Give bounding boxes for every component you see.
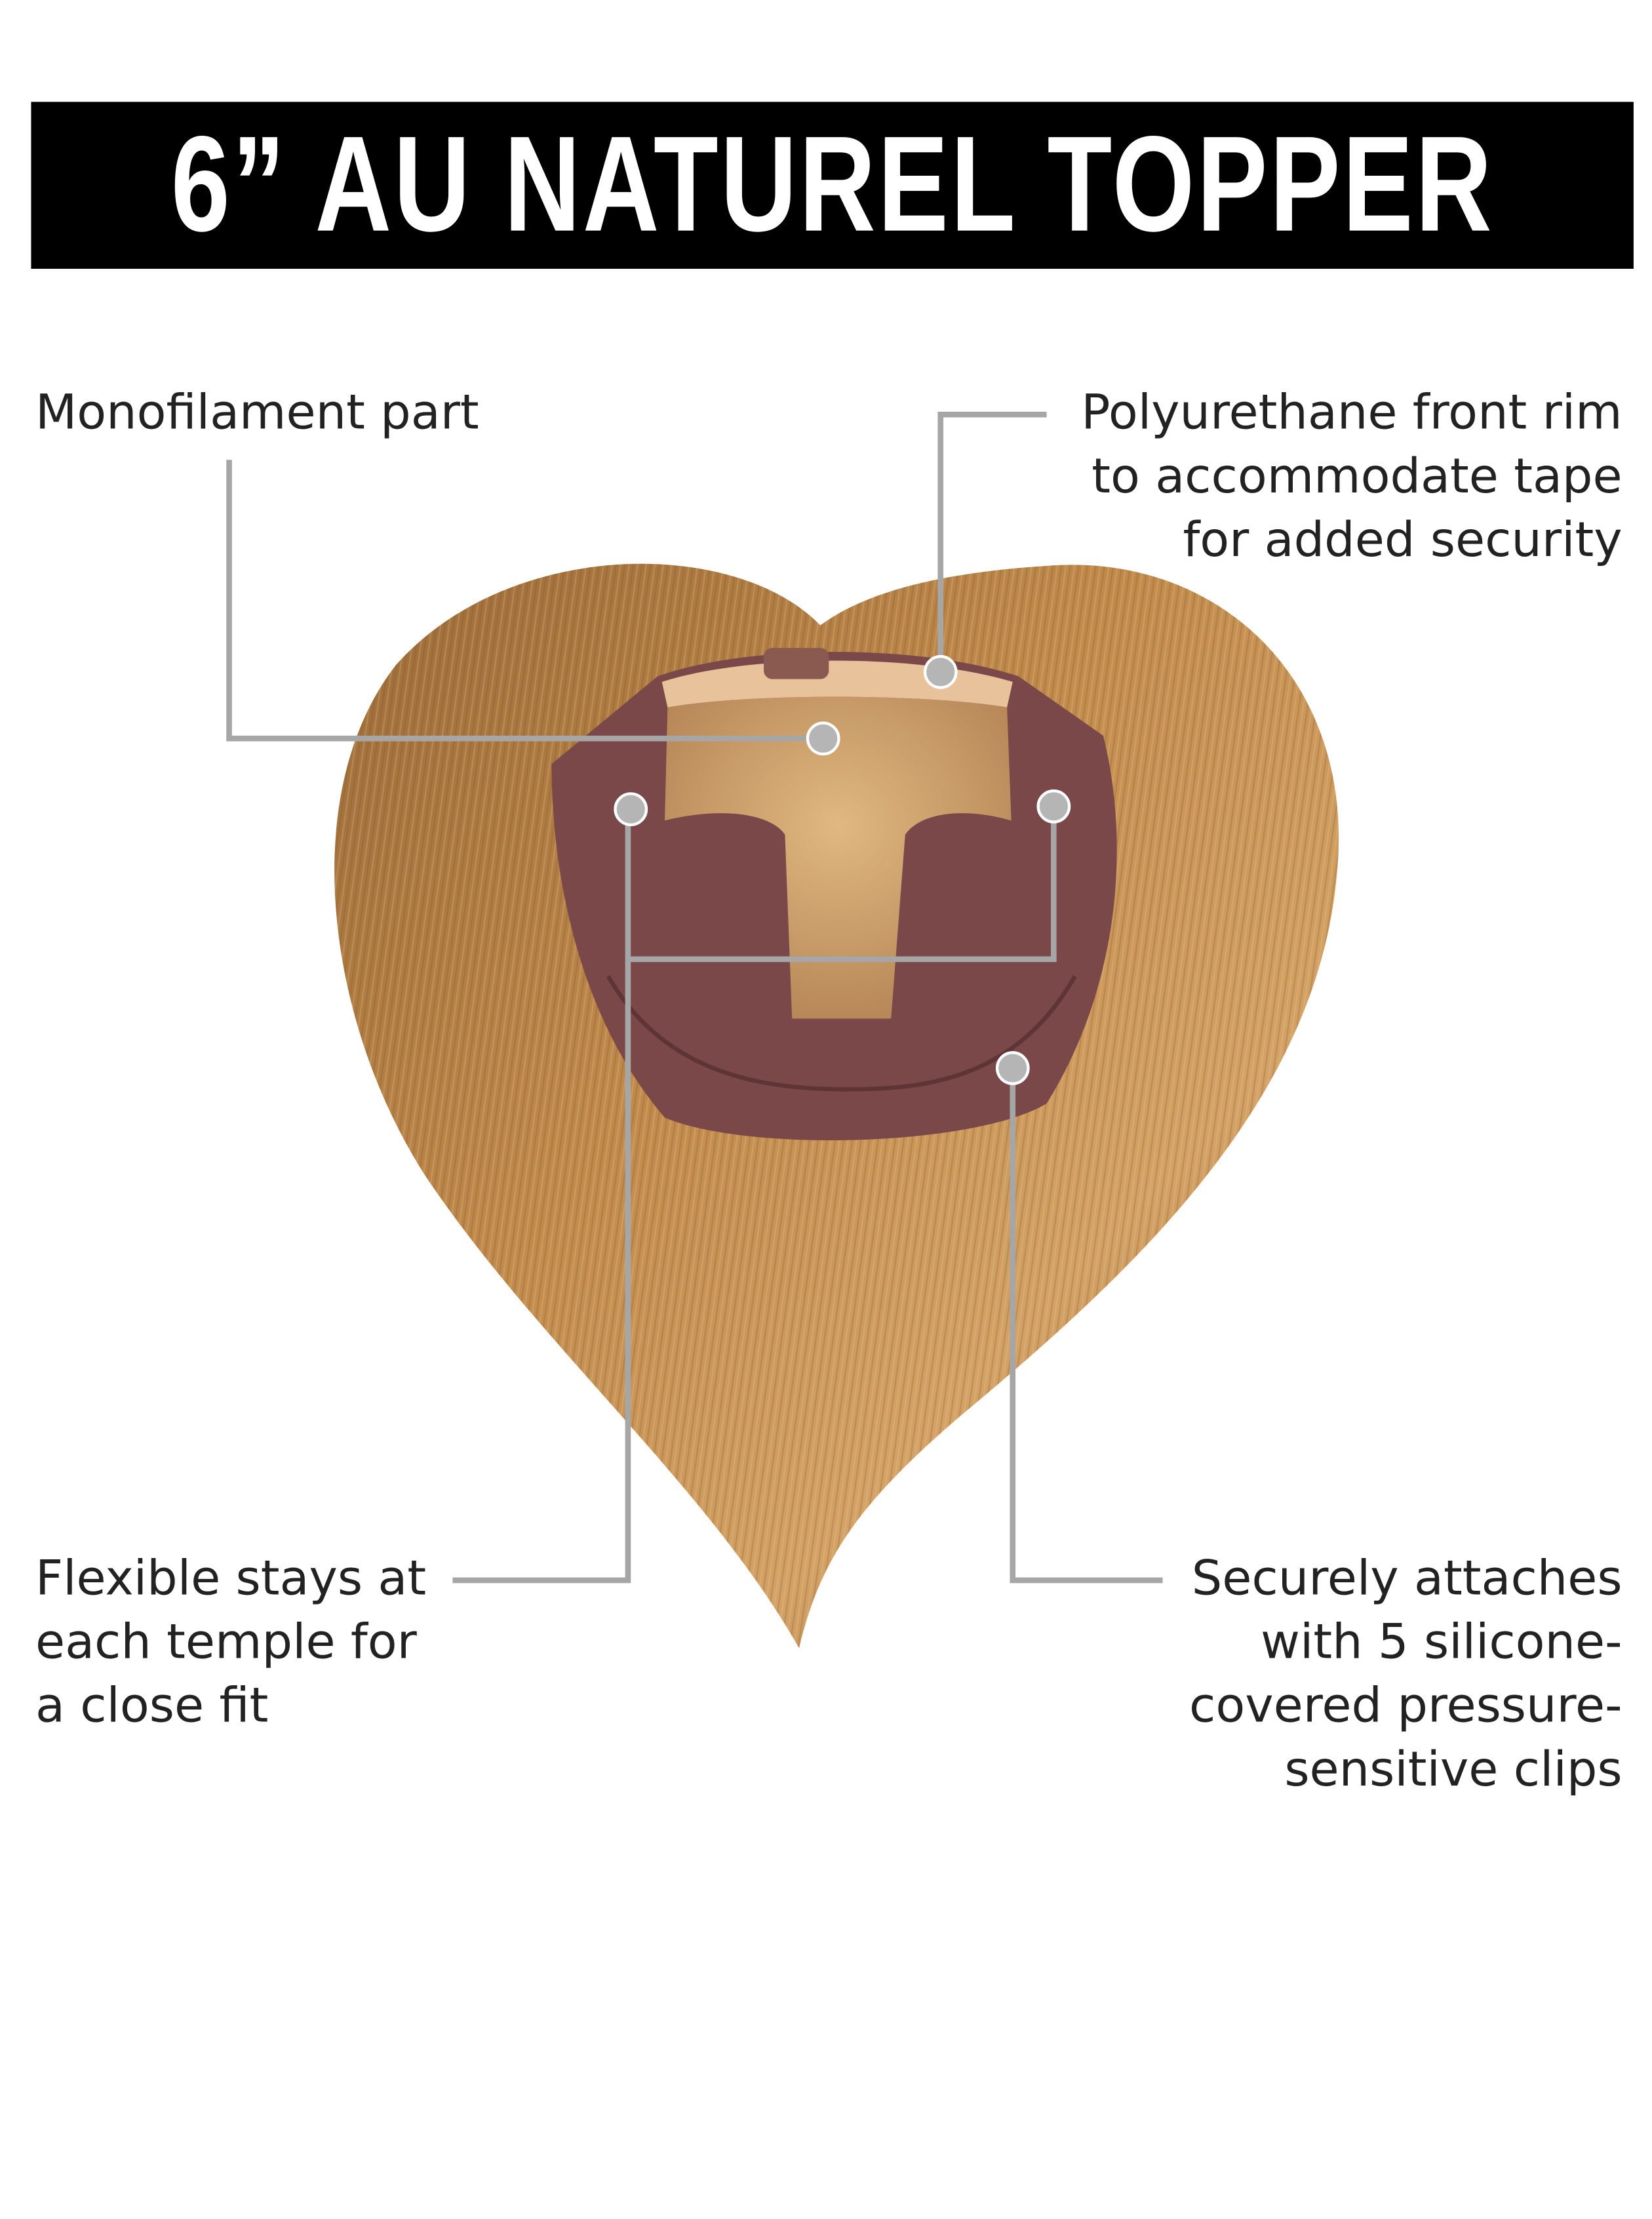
product-title: 6” AU NATUREL TOPPER bbox=[170, 109, 1494, 260]
callout-line-text: Polyurethane front rim bbox=[1081, 384, 1622, 442]
callout-line-text: Securely attaches bbox=[1191, 1550, 1622, 1607]
monofilament-top bbox=[665, 696, 1012, 1019]
wig-cap bbox=[551, 648, 1117, 1140]
front-clip bbox=[764, 648, 829, 679]
callout-monofilament: Monofilament part bbox=[35, 382, 479, 446]
callout-line-text: with 5 silicone- bbox=[1261, 1614, 1622, 1671]
callout-line-text: Monofilament part bbox=[35, 384, 479, 442]
callout-clips: Securely attaches with 5 silicone- cover… bbox=[1189, 1548, 1622, 1802]
title-banner: 6” AU NATUREL TOPPER bbox=[31, 102, 1634, 269]
callout-polyurethane: Polyurethane front rim to accommodate ta… bbox=[1081, 382, 1622, 573]
callout-line-text: each temple for bbox=[35, 1614, 417, 1671]
callout-lines bbox=[226, 411, 1163, 1584]
callout-dots bbox=[614, 654, 1071, 1085]
callout-line-text: to accommodate tape bbox=[1092, 448, 1622, 506]
callout-line-text: a close fit bbox=[35, 1677, 269, 1735]
callout-line-text: covered pressure- bbox=[1189, 1677, 1622, 1735]
callout-line-text: sensitive clips bbox=[1284, 1741, 1622, 1799]
callout-line-text: Flexible stays at bbox=[35, 1550, 427, 1607]
callout-line-text: for added security bbox=[1183, 512, 1622, 569]
callout-flexible-stays: Flexible stays at each temple for a clos… bbox=[35, 1548, 426, 1738]
